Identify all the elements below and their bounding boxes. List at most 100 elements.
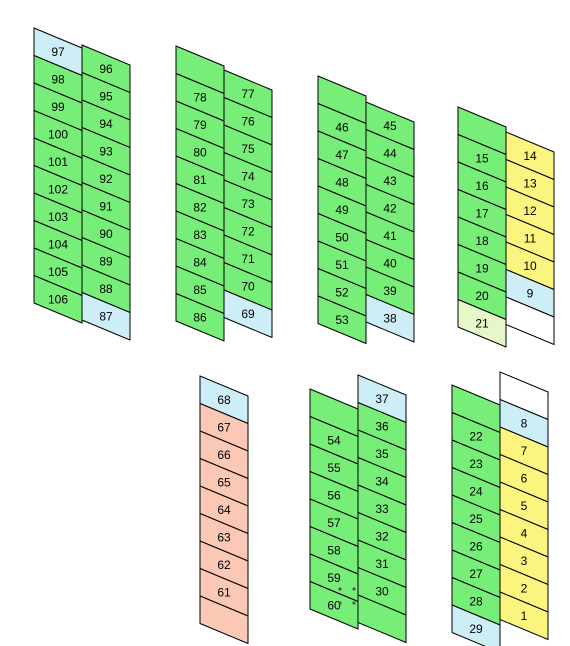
parking-space (33, 274, 83, 324)
space-number: 72 (241, 224, 255, 238)
space-number: 85 (193, 283, 207, 297)
space-number: 47 (335, 148, 349, 162)
block-61-68: 68 67 66 65 64 63 62 61 (199, 375, 249, 645)
dot-marker (352, 601, 356, 605)
space-number: 73 (241, 197, 255, 211)
space-number: 18 (475, 234, 489, 248)
space-number: 25 (469, 512, 483, 526)
cells-layer: 9798991001011021031041051069695949392919… (33, 27, 555, 646)
parking-space (357, 594, 407, 644)
space-number: 77 (241, 87, 255, 101)
space-number: 101 (48, 155, 68, 169)
space-number: 11 (524, 231, 537, 245)
space-number: 43 (383, 174, 397, 188)
parking-space (499, 591, 549, 641)
space-number: 68 (217, 393, 231, 407)
space-number: 37 (375, 392, 389, 406)
parking-space (309, 580, 359, 630)
space-number: 70 (241, 279, 255, 293)
space-number: 53 (335, 313, 349, 327)
space-number: 24 (469, 484, 483, 498)
space-number: 62 (217, 558, 231, 572)
space-number: 32 (375, 529, 389, 543)
space-number: 48 (335, 175, 349, 189)
space-number: 40 (383, 256, 397, 270)
space-number: 22 (469, 429, 483, 443)
space-number: 23 (469, 457, 483, 471)
space-number: 61 (217, 585, 231, 599)
space-number: 92 (99, 172, 113, 186)
space-number: 50 (335, 230, 349, 244)
space-number: 64 (217, 503, 231, 517)
space-number: 83 (193, 228, 207, 242)
space-number: 75 (241, 142, 255, 156)
space-number: 34 (375, 474, 389, 488)
space-number: 21 (475, 316, 489, 330)
space-number: 49 (335, 203, 349, 217)
space-number: 46 (335, 120, 349, 134)
space-number: 45 (383, 119, 397, 133)
space-number: 10 (523, 259, 537, 273)
space-number: 39 (383, 284, 397, 298)
space-number: 44 (383, 146, 397, 160)
space-number: 9 (527, 286, 534, 300)
block-87-106: 9798991001011021031041051069695949392919… (33, 27, 131, 341)
space-number: 54 (327, 433, 341, 447)
dot-marker (338, 601, 342, 605)
space-number: 74 (241, 169, 255, 183)
space-number: 31 (375, 557, 389, 571)
parking-space (505, 296, 555, 346)
parking-space (451, 604, 501, 646)
space-number: 52 (335, 285, 349, 299)
space-number: 12 (523, 204, 537, 218)
space-number: 104 (48, 237, 68, 251)
space-number: 58 (327, 543, 341, 557)
space-number: 98 (51, 72, 65, 86)
space-number: 14 (523, 149, 537, 163)
space-number: 67 (217, 420, 231, 434)
space-number: 63 (217, 530, 231, 544)
space-number: 105 (48, 265, 68, 279)
space-number: 7 (521, 444, 528, 458)
space-number: 20 (475, 289, 489, 303)
space-number: 100 (48, 127, 68, 141)
space-number: 51 (335, 258, 349, 272)
space-number: 84 (193, 255, 207, 269)
extras-layer (338, 587, 356, 605)
space-number: 87 (99, 309, 113, 323)
space-number: 94 (99, 117, 113, 131)
space-number: 3 (521, 554, 528, 568)
space-number: 56 (327, 488, 341, 502)
space-number: 13 (523, 176, 537, 190)
space-number: 96 (99, 62, 113, 76)
space-number: 71 (241, 252, 255, 266)
space-number: 17 (475, 206, 489, 220)
space-number: 103 (48, 210, 68, 224)
space-number: 88 (99, 282, 113, 296)
parking-space (199, 595, 249, 645)
space-number: 81 (193, 173, 207, 187)
space-number: 8 (521, 416, 528, 430)
space-number: 55 (327, 461, 341, 475)
space-number: 42 (383, 201, 397, 215)
space-number: 1 (521, 609, 528, 623)
space-number: 36 (375, 419, 389, 433)
space-number: 65 (217, 475, 231, 489)
parking-space (81, 291, 131, 341)
space-number: 86 (193, 310, 207, 324)
space-number: 90 (99, 227, 113, 241)
space-number: 27 (469, 567, 483, 581)
space-number: 78 (193, 90, 207, 104)
space-number: 93 (99, 144, 113, 158)
space-number: 33 (375, 502, 389, 516)
space-number: 38 (383, 311, 397, 325)
space-number: 66 (217, 448, 231, 462)
parking-space (457, 298, 507, 348)
dot-marker (352, 587, 356, 591)
space-number: 106 (48, 292, 68, 306)
